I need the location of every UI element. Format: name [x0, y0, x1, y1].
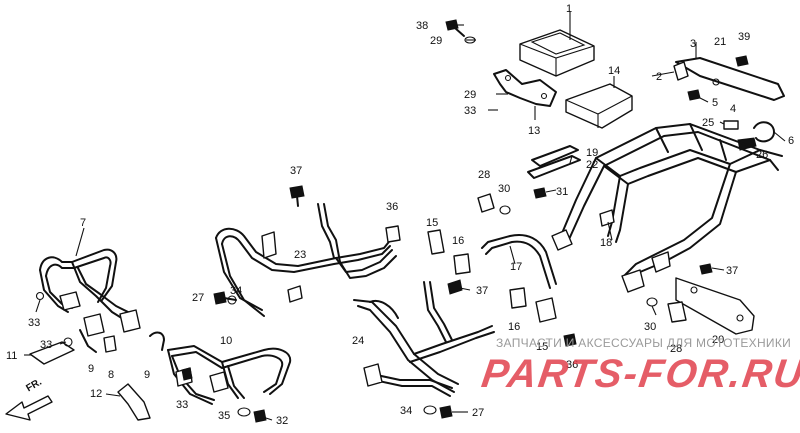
bolt-lower-right [181, 333, 577, 419]
callout-1: 1 [566, 3, 572, 15]
callout-12: 12 [90, 388, 102, 400]
watermark-text: ЗАПЧАСТИ И АКСЕССУАРЫ ДЛЯ МОТОТЕХНИКИ [496, 336, 792, 350]
callout-15b: 15 [536, 341, 548, 353]
part-guard-7 [39, 248, 141, 333]
callout-33c: 33 [40, 339, 52, 351]
callout-9b: 9 [144, 369, 150, 381]
callout-4: 4 [730, 103, 736, 115]
callout-18: 18 [600, 237, 612, 249]
callout-32: 32 [276, 415, 288, 427]
callout-35: 35 [218, 410, 230, 422]
callout-22: 22 [586, 159, 598, 171]
callout-8: 8 [108, 369, 114, 381]
callout-29b: 29 [464, 89, 476, 101]
callout-34b: 34 [400, 405, 412, 417]
callout-30b: 30 [644, 321, 656, 333]
front-arrow-icon [5, 395, 53, 421]
callout-19: 19 [586, 147, 598, 159]
callout-26: 26 [756, 149, 768, 161]
part-bracket-13 [493, 69, 557, 120]
callout-34a: 34 [230, 285, 242, 297]
callout-31: 31 [556, 186, 568, 198]
callout-33a: 33 [464, 105, 476, 117]
callout-24: 24 [352, 335, 364, 347]
callout-14: 14 [608, 65, 620, 77]
part-guard-23 [215, 185, 401, 317]
leader-lines [24, 24, 786, 421]
callout-28b: 28 [670, 343, 682, 355]
callout-27b: 27 [472, 407, 484, 419]
callout-29a: 29 [430, 35, 442, 47]
callout-11: 11 [6, 350, 17, 362]
bolt-27-34 [213, 291, 237, 305]
callout-2: 2 [656, 71, 662, 83]
part-rear-carrier-18 [551, 123, 783, 293]
part-tube-17 [481, 234, 557, 289]
callout-labels: 1 2 3 4 5 6 7 8 9 9 10 11 12 13 14 15 15… [6, 3, 794, 427]
callout-36a: 36 [386, 201, 398, 213]
part-brackets-15-16 [427, 229, 557, 323]
callout-39: 39 [738, 31, 750, 43]
callout-15a: 15 [426, 217, 438, 229]
callout-5: 5 [712, 97, 718, 109]
callout-17: 17 [510, 261, 522, 273]
part-guard-10 [167, 345, 292, 423]
callout-3: 3 [690, 38, 696, 50]
callout-30a: 30 [498, 183, 510, 195]
callout-21: 21 [714, 36, 726, 48]
callout-33b: 33 [28, 317, 40, 329]
part-rail-3 [673, 42, 785, 101]
callout-13: 13 [528, 125, 540, 137]
part-module-14 [565, 76, 633, 129]
callout-10: 10 [220, 335, 232, 347]
callout-33d: 33 [176, 399, 188, 411]
callout-7: 7 [80, 217, 86, 229]
part-control-unit [519, 12, 595, 77]
callout-20: 20 [712, 334, 724, 346]
callout-37a: 37 [290, 165, 302, 177]
callout-9a: 9 [88, 363, 94, 375]
callout-27a: 27 [192, 292, 204, 304]
callout-37b: 37 [476, 285, 488, 297]
callout-36b: 36 [566, 359, 578, 371]
callout-38: 38 [416, 20, 428, 32]
callout-16a: 16 [452, 235, 464, 247]
callout-23: 23 [294, 249, 306, 261]
part-brackets-8-12 [29, 291, 165, 421]
part-pins-19-22 [527, 145, 581, 199]
callout-6: 6 [788, 135, 794, 147]
callout-25: 25 [702, 117, 714, 129]
callout-37c: 37 [726, 265, 738, 277]
watermark-logo: PARTS-FOR.RU [478, 352, 800, 396]
callout-28a: 28 [478, 169, 490, 181]
part-rubber-28-30 [477, 193, 511, 215]
callout-16b: 16 [508, 321, 520, 333]
part-guard-24 [353, 281, 495, 397]
